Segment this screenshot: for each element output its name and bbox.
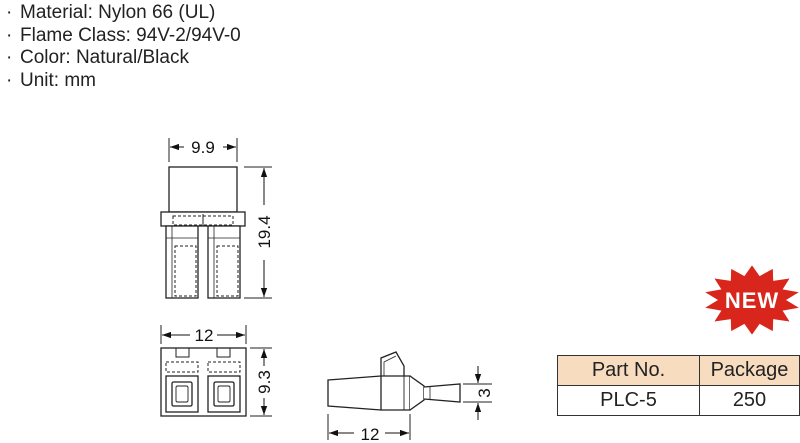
- top-view-dimensions: 9.9 19.4: [168, 138, 274, 299]
- side-view: [327, 351, 461, 411]
- table-header-row: Part No. Package: [557, 355, 800, 386]
- dim-front-width: 12: [195, 326, 214, 345]
- cell-part-no: PLC-5: [557, 385, 700, 416]
- header-package: Package: [699, 355, 800, 386]
- spec-item: ·Flame Class: 94V-2/94V-0: [6, 24, 241, 46]
- spec-list: ·Material: Nylon 66 (UL) ·Flame Class: 9…: [6, 2, 241, 92]
- header-part-no: Part No.: [557, 355, 700, 386]
- spec-item: ·Material: Nylon 66 (UL): [6, 2, 216, 23]
- side-view-dimensions: 12 3: [327, 366, 494, 443]
- new-badge-label: NEW: [725, 288, 779, 313]
- dim-side-thickness: 3: [475, 388, 494, 397]
- table-row: PLC-5 250: [557, 385, 800, 416]
- new-badge: NEW: [705, 265, 799, 335]
- spec-item: ·Color: Natural/Black: [6, 47, 189, 68]
- new-badge-starburst: [705, 265, 799, 335]
- cell-package: 250: [699, 385, 800, 416]
- front-view: [160, 347, 247, 417]
- front-view-dimensions: 12 9.3: [160, 325, 274, 417]
- spec-item: ·Unit: mm: [6, 69, 96, 91]
- part-table: Part No. Package PLC-5 250: [557, 355, 800, 416]
- dim-side-length: 12: [361, 425, 380, 443]
- top-view: [160, 166, 246, 299]
- dim-front-height: 9.3: [255, 370, 274, 394]
- dim-top-width: 9.9: [191, 138, 215, 157]
- dim-top-height: 19.4: [255, 215, 274, 248]
